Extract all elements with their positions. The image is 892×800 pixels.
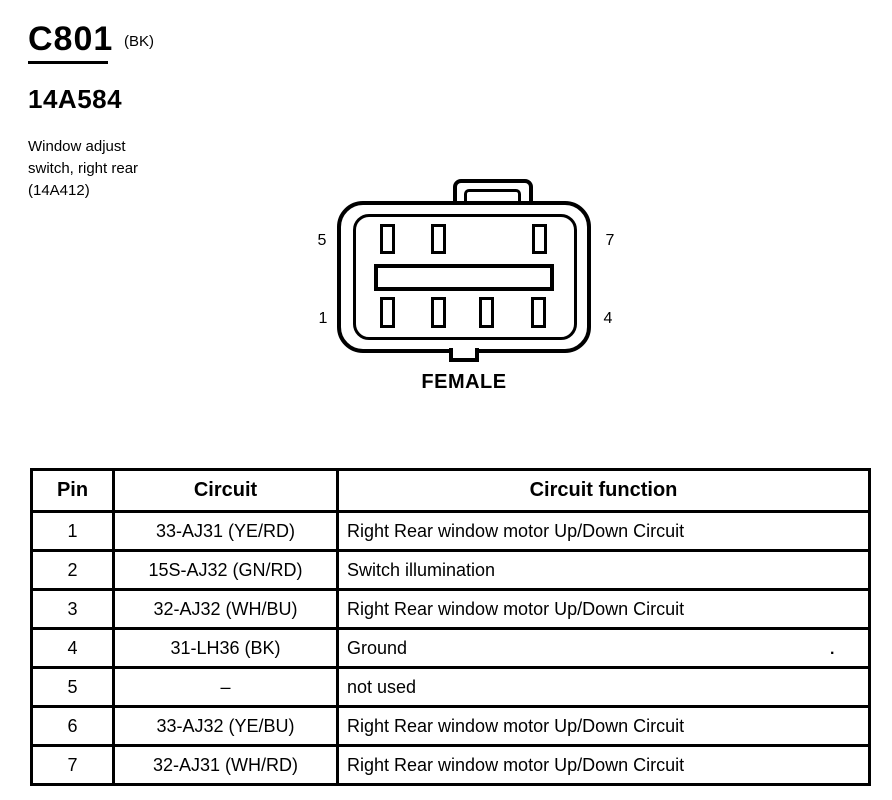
connector-id-underline: [28, 61, 108, 64]
pin-slot-bottom-1: [380, 297, 395, 328]
connector-id: C801: [28, 20, 114, 58]
pin-table: Pin Circuit Circuit function 1 33-AJ31 (…: [30, 468, 871, 786]
pin-label-5: 5: [317, 232, 327, 249]
column-header-circuit: Circuit: [112, 468, 339, 513]
circuit-cell: 33-AJ31 (YE/RD): [112, 510, 339, 552]
bottom-index-notch: [449, 348, 479, 362]
function-cell: not used: [336, 666, 871, 708]
pin-cell: 3: [30, 588, 115, 630]
table-row: 6 33-AJ32 (YE/BU) Right Rear window moto…: [30, 705, 871, 747]
function-cell: Switch illumination: [336, 549, 871, 591]
table-row: 4 31-LH36 (BK) Ground: [30, 627, 871, 669]
pin-cell: 5: [30, 666, 115, 708]
pin-cell: 2: [30, 549, 115, 591]
pin-label-1: 1: [318, 310, 328, 327]
table-row: 2 15S-AJ32 (GN/RD) Switch illumination: [30, 549, 871, 591]
pin-slot-bottom-3: [479, 297, 494, 328]
pin-table-body: 1 33-AJ31 (YE/RD) Right Rear window moto…: [30, 510, 871, 786]
function-cell: Right Rear window motor Up/Down Circuit: [336, 744, 871, 786]
description-line-2: switch, right rear: [28, 160, 139, 177]
function-cell: Right Rear window motor Up/Down Circuit: [336, 705, 871, 747]
pin-slot-bottom-4: [531, 297, 546, 328]
column-header-pin: Pin: [30, 468, 115, 513]
table-row: 3 32-AJ32 (WH/BU) Right Rear window moto…: [30, 588, 871, 630]
connector-gender-label: FEMALE: [421, 371, 507, 393]
circuit-cell: 32-AJ31 (WH/RD): [112, 744, 339, 786]
pin-label-4: 4: [603, 310, 613, 327]
pin-cell: 4: [30, 627, 115, 669]
circuit-cell: 15S-AJ32 (GN/RD): [112, 549, 339, 591]
table-row: 5 – not used: [30, 666, 871, 708]
scan-artifact-dot: .: [830, 641, 835, 658]
pin-cell: 1: [30, 510, 115, 552]
pin-slot-top-1: [380, 224, 395, 254]
circuit-cell: –: [112, 666, 339, 708]
pin-cell: 7: [30, 744, 115, 786]
circuit-cell: 33-AJ32 (YE/BU): [112, 705, 339, 747]
key-slot-bar: [374, 264, 554, 291]
connector-color-code: (BK): [124, 33, 154, 50]
circuit-cell: 32-AJ32 (WH/BU): [112, 588, 339, 630]
description-line-3: (14A412): [28, 182, 90, 199]
part-number: 14A584: [28, 84, 123, 114]
function-cell: Right Rear window motor Up/Down Circuit: [336, 510, 871, 552]
description-line-1: Window adjust: [28, 138, 126, 155]
column-header-circuit-function: Circuit function: [336, 468, 871, 513]
connector-description: Window adjust switch, right rear (14A412…: [28, 136, 138, 202]
pin-slot-top-2: [431, 224, 446, 254]
function-cell: Ground: [336, 627, 871, 669]
pin-slot-bottom-2: [431, 297, 446, 328]
pin-slot-top-3: [532, 224, 547, 254]
connector-inner-shell: [353, 214, 577, 340]
table-row: 7 32-AJ31 (WH/RD) Right Rear window moto…: [30, 744, 871, 786]
pin-cell: 6: [30, 705, 115, 747]
function-cell: Right Rear window motor Up/Down Circuit: [336, 588, 871, 630]
table-header-row: Pin Circuit Circuit function: [30, 468, 871, 513]
circuit-cell: 31-LH36 (BK): [112, 627, 339, 669]
table-row: 1 33-AJ31 (YE/RD) Right Rear window moto…: [30, 510, 871, 552]
pin-label-7: 7: [605, 232, 615, 249]
